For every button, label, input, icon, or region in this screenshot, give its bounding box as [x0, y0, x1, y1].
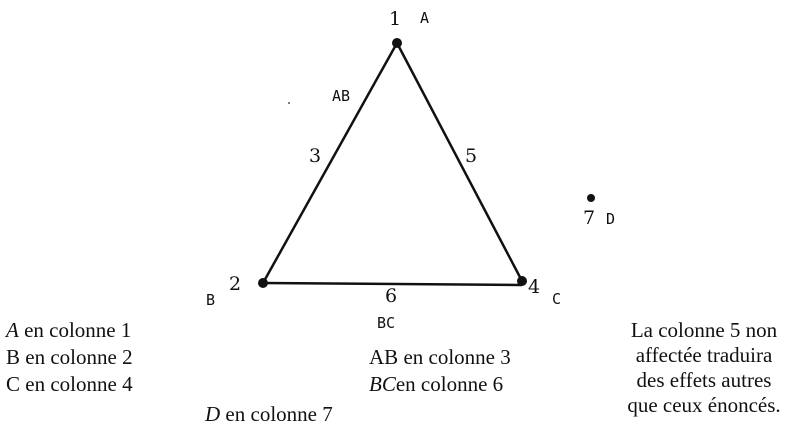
vertex-a-letter: A: [420, 9, 429, 27]
edge-ab-letter: AB: [332, 87, 350, 105]
edge-ab-number: 3: [309, 145, 321, 167]
edge-bc-letter: BC: [377, 314, 395, 332]
vertex-d-number: 7: [583, 207, 595, 229]
column-5-note: La colonne 5 non affectée traduira des e…: [604, 318, 804, 418]
legend-ab-text: en colonne 3: [398, 345, 511, 369]
speck: [288, 102, 290, 104]
vertex-c-number: 4: [528, 276, 540, 298]
legend-ab: AB en colonne 3: [369, 345, 511, 369]
edge-5: [395, 42, 524, 282]
vertex-a-dot: [392, 38, 402, 48]
edge-5-number: 5: [465, 145, 477, 167]
vertex-a-number: 1: [389, 8, 401, 30]
note-line-1: La colonne 5 non: [630, 318, 778, 342]
vertex-b-letter: B: [206, 291, 215, 309]
note-line-3: des effets autres: [636, 368, 772, 392]
vertex-c-dot: [517, 276, 527, 286]
legend-d-var: D: [205, 402, 221, 426]
legend-bc: BCen colonne 6: [369, 372, 503, 396]
legend-c: C en colonne 4: [6, 372, 133, 396]
vertex-b-number: 2: [229, 273, 241, 295]
edge-bc-number: 6: [385, 285, 397, 307]
legend-c-var: C: [6, 372, 21, 396]
legend-a: A en colonne 1: [6, 318, 131, 342]
legend-d: D en colonne 7: [205, 402, 333, 426]
legend-c-text: en colonne 4: [20, 372, 133, 396]
vertex-b-dot: [258, 278, 268, 288]
legend-a-text: en colonne 1: [18, 318, 132, 342]
legend-a-var: A: [6, 318, 19, 342]
legend-d-text: en colonne 7: [220, 402, 333, 426]
legend-b-text: en colonne 2: [20, 345, 133, 369]
legend-bc-var: BC: [369, 372, 396, 396]
edge-ab: [261, 42, 399, 284]
note-line-2: affectée traduira: [635, 343, 773, 367]
edge-bc: [262, 281, 523, 287]
vertex-d-dot: [587, 194, 595, 202]
vertex-c-letter: C: [552, 290, 561, 308]
legend-ab-var: AB: [369, 345, 399, 369]
note-line-4: que ceux énoncés.: [627, 393, 781, 417]
vertex-d-letter: D: [606, 210, 615, 228]
legend-b: B en colonne 2: [6, 345, 133, 369]
legend-b-var: B: [6, 345, 21, 369]
legend-bc-text: en colonne 6: [395, 372, 504, 396]
